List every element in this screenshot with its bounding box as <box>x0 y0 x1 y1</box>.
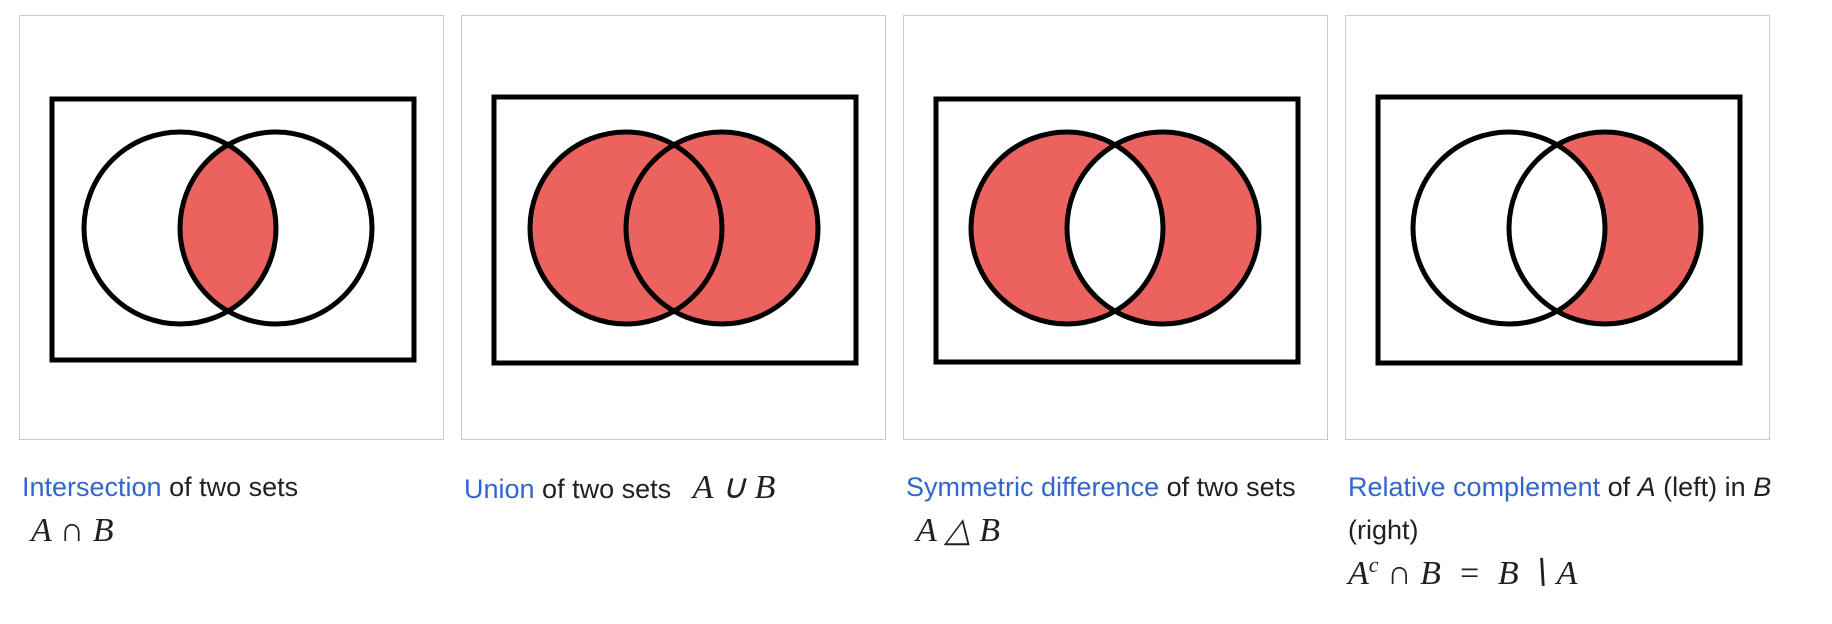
caption-text: (right) <box>1348 515 1419 545</box>
venn-diagram-symmetric-difference[interactable] <box>903 15 1328 440</box>
venn-diagram-union[interactable] <box>461 15 886 440</box>
set-b-circle <box>1064 129 1262 327</box>
universe-rect <box>49 96 417 363</box>
math-rest: ∩ B = B ∖ A <box>1378 555 1578 592</box>
link-symmetric-difference[interactable]: Symmetric difference <box>906 472 1160 502</box>
gallery-item-intersection: Intersection of two sets A ∩ B <box>19 0 459 624</box>
set-a-circle <box>81 129 279 327</box>
math-base: A <box>1348 555 1369 592</box>
set-a-circle <box>527 129 725 327</box>
math-relative-complement: Ac ∩ B = B ∖ A <box>1348 552 1578 593</box>
gallery-item-union: Union of two sets A ∪ B <box>461 0 901 624</box>
caption-text: of <box>1600 472 1638 502</box>
venn-intersection-svg <box>49 96 417 363</box>
var-a: A <box>1637 472 1656 502</box>
math-superscript: c <box>1368 552 1379 577</box>
universe-rect <box>1375 94 1743 366</box>
relcomp-cutout <box>1509 132 1605 324</box>
link-union[interactable]: Union <box>464 474 535 504</box>
math-symmetric-difference: A △ B <box>916 512 1001 549</box>
caption-text: (left) in <box>1655 472 1754 502</box>
set-b-circle <box>177 129 375 327</box>
caption-relative-complement: Relative complement of A (left) in B (ri… <box>1348 466 1773 597</box>
symdiff-cutout <box>1067 132 1163 324</box>
caption-symmetric-difference: Symmetric difference of two sets A △ B <box>906 466 1331 554</box>
set-a-circle <box>968 129 1166 327</box>
universe-rect <box>933 96 1301 365</box>
universe-rect <box>491 94 859 366</box>
caption-text: of two sets <box>534 474 672 504</box>
venn-symdiff-svg <box>933 96 1301 365</box>
math-union: A ∪ B <box>692 469 776 506</box>
venn-diagram-intersection[interactable] <box>19 15 444 440</box>
intersection-region <box>180 132 276 324</box>
set-b-circle <box>623 129 821 327</box>
venn-diagram-relative-complement[interactable] <box>1345 15 1770 440</box>
caption-text: of two sets <box>161 472 299 502</box>
link-intersection[interactable]: Intersection <box>22 472 162 502</box>
var-b: B <box>1753 472 1772 502</box>
caption-intersection: Intersection of two sets A ∩ B <box>22 466 447 554</box>
venn-relcomp-svg <box>1375 94 1743 366</box>
set-a-circle <box>1410 129 1608 327</box>
gallery-item-symmetric-difference: Symmetric difference of two sets A △ B <box>903 0 1343 624</box>
math-intersection: A ∩ B <box>31 512 114 549</box>
link-relative-complement[interactable]: Relative complement <box>1348 472 1601 502</box>
gallery-item-relative-complement: Relative complement of A (left) in B (ri… <box>1345 0 1785 624</box>
caption-text: of two sets <box>1159 472 1296 502</box>
venn-union-svg <box>491 94 859 366</box>
caption-union: Union of two sets A ∪ B <box>464 466 889 511</box>
set-b-circle <box>1506 129 1704 327</box>
